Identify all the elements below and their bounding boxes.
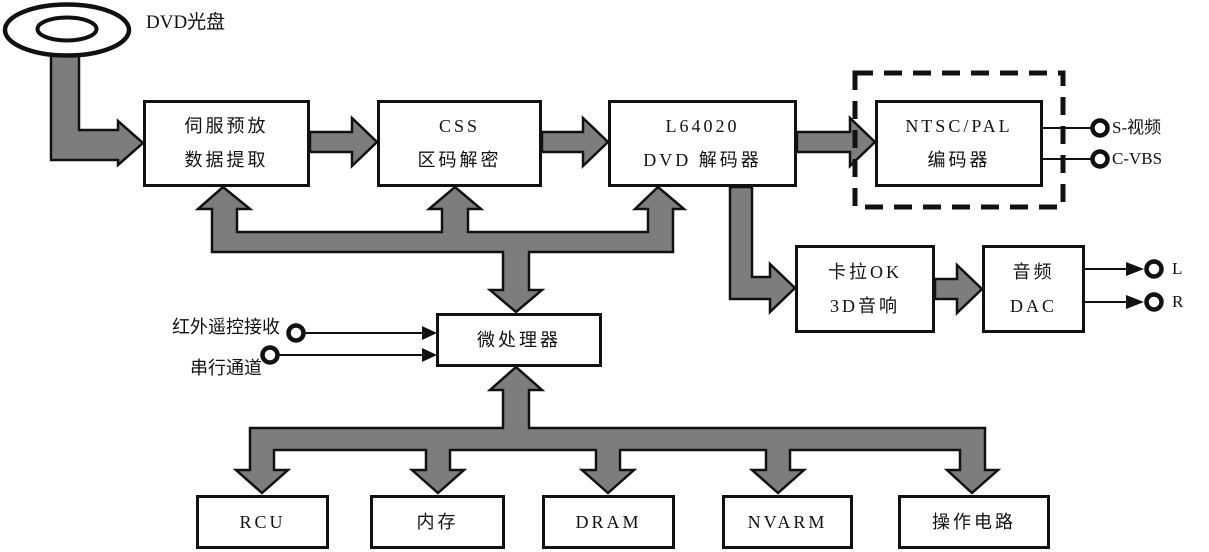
cvbs-label: C-VBS bbox=[1112, 149, 1163, 168]
arrow-css-to-decoder bbox=[540, 115, 610, 169]
serial-input-label: 串行通道 bbox=[190, 358, 262, 378]
dvd-decoder-box: L64020 DVD 解码器 bbox=[608, 100, 797, 187]
servo-preamp-line2: 数据提取 bbox=[184, 150, 269, 170]
arrow-decoder-to-encoder bbox=[795, 115, 877, 169]
karaoke-line2: 3D音响 bbox=[830, 295, 900, 316]
css-decrypt-line1: CSS bbox=[438, 116, 481, 136]
rcu-box: RCU bbox=[196, 495, 329, 549]
nvarm-label: NVARM bbox=[747, 511, 828, 532]
arrow-disc-to-servo bbox=[49, 38, 145, 168]
ir-arrowhead-icon bbox=[422, 326, 437, 340]
nvarm-box: NVARM bbox=[722, 495, 853, 549]
mcu-label: 微处理器 bbox=[477, 329, 561, 350]
memory-box: 内存 bbox=[370, 495, 505, 549]
audio-right-arrowhead-icon bbox=[1126, 295, 1144, 309]
serial-arrowhead-icon bbox=[422, 348, 437, 362]
ntsc-pal-encoder-line1: NTSC/PAL bbox=[905, 116, 1013, 136]
arrow-karaoke-to-dac bbox=[933, 262, 984, 316]
audio-left-arrowhead-icon bbox=[1126, 262, 1144, 276]
dvd-disc-label: DVD光盘 bbox=[146, 12, 226, 33]
control-circuit-box: 操作电路 bbox=[898, 495, 1050, 549]
audio-left-port-icon bbox=[1144, 259, 1164, 279]
css-decrypt-box: CSS 区码解密 bbox=[377, 100, 542, 187]
servo-preamp-box: 伺服预放 数据提取 bbox=[143, 100, 310, 187]
ntsc-pal-encoder-line2: 编码器 bbox=[927, 150, 991, 170]
s-video-label: S-视频 bbox=[1112, 118, 1162, 137]
bus-mcu-to-top-blocks bbox=[194, 185, 688, 314]
ntsc-pal-encoder-box: NTSC/PAL 编码器 bbox=[875, 100, 1043, 187]
encoder-dashed-outline bbox=[852, 70, 1066, 210]
rcu-label: RCU bbox=[239, 511, 286, 532]
audio-dac-line2: DAC bbox=[1009, 295, 1057, 316]
arrow-decoder-to-karaoke bbox=[728, 185, 797, 315]
audio-left-label: L bbox=[1172, 259, 1183, 278]
dvd-decoder-line2: DVD 解码器 bbox=[643, 150, 762, 170]
audio-dac-box: 音频 DAC bbox=[982, 245, 1085, 333]
ir-input-label: 红外遥控接收 bbox=[172, 317, 280, 337]
arrow-servo-to-css bbox=[308, 115, 379, 169]
serial-port-icon bbox=[260, 345, 280, 365]
memory-label: 内存 bbox=[416, 511, 459, 532]
audio-right-port-icon bbox=[1144, 292, 1164, 312]
s-video-port-icon bbox=[1090, 118, 1110, 138]
bus-mcu-to-bottom-blocks bbox=[232, 365, 1002, 495]
dram-label: DRAM bbox=[575, 511, 642, 532]
audio-dac-line1: 音频 bbox=[1012, 261, 1055, 282]
mcu-box: 微处理器 bbox=[436, 313, 602, 367]
dram-box: DRAM bbox=[542, 495, 675, 549]
karaoke-line1: 卡拉OK bbox=[828, 261, 902, 282]
servo-preamp-line1: 伺服预放 bbox=[184, 116, 269, 136]
dvd-decoder-line1: L64020 bbox=[665, 116, 740, 136]
control-circuit-label: 操作电路 bbox=[932, 511, 1016, 532]
cvbs-port-icon bbox=[1090, 149, 1110, 169]
audio-right-label: R bbox=[1172, 292, 1184, 311]
karaoke-3d-audio-box: 卡拉OK 3D音响 bbox=[795, 245, 935, 333]
dvd-disc-hole-icon bbox=[35, 15, 99, 43]
css-decrypt-line2: 区码解密 bbox=[417, 150, 502, 170]
ir-port-icon bbox=[286, 323, 306, 343]
